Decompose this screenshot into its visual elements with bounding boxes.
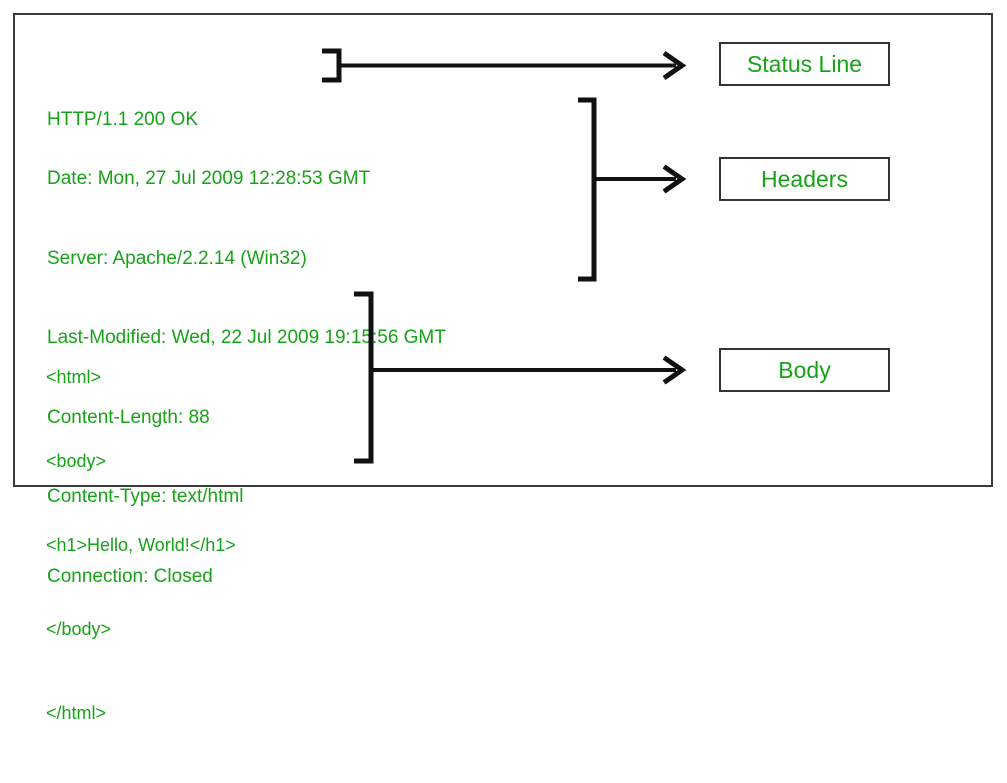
diagram-frame bbox=[13, 13, 993, 487]
body-line-body-close: </body> bbox=[46, 619, 112, 639]
label-box-headers-text: Headers bbox=[761, 165, 848, 192]
http-response-diagram: HTTP/1.1 200 OK Date: Mon, 27 Jul 2009 1… bbox=[13, 13, 993, 723]
label-box-status-line: Status Line bbox=[719, 42, 890, 86]
header-line-last-modified: Last-Modified: Wed, 22 Jul 2009 19:15:56… bbox=[47, 327, 446, 348]
header-line-server: Server: Apache/2.2.14 (Win32) bbox=[47, 247, 307, 269]
label-box-body-text: Body bbox=[778, 356, 831, 383]
label-box-status-line-text: Status Line bbox=[746, 50, 863, 77]
status-line-text: HTTP/1.1 200 OK bbox=[47, 109, 199, 130]
label-box-headers: Headers bbox=[719, 157, 890, 201]
status-line-text-block: HTTP/1.1 200 OK bbox=[47, 55, 198, 185]
body-text-block: <html> <body> <h1>Hello, World!</h1> </b… bbox=[46, 307, 236, 783]
body-line-html-close: </html> bbox=[46, 703, 107, 723]
label-box-body: Body bbox=[719, 348, 890, 392]
header-line-content-length: Content-Length: 88 bbox=[47, 406, 210, 428]
body-line-html-open: <html> bbox=[46, 367, 102, 387]
header-line-date: Date: Mon, 27 Jul 2009 12:28:53 GMT bbox=[47, 168, 371, 189]
body-line-body-open: <body> bbox=[46, 451, 107, 471]
body-line-h1: <h1>Hello, World!</h1> bbox=[46, 535, 236, 555]
